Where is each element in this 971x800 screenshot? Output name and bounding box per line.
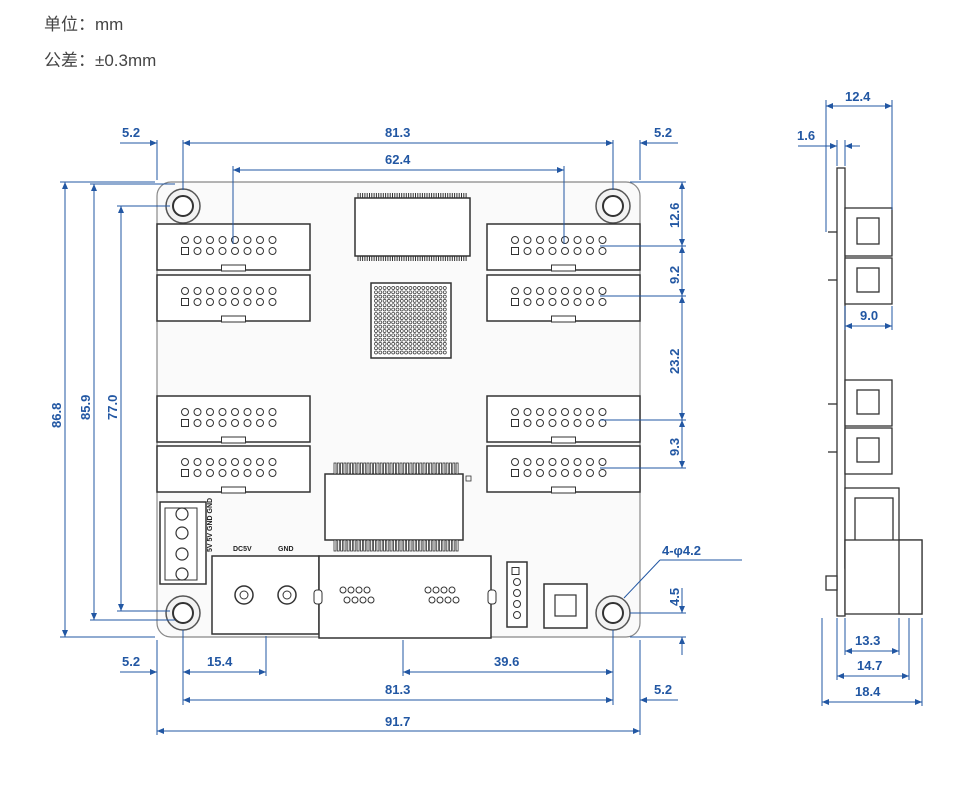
dim-bot-hole-span: 81.3 bbox=[385, 682, 410, 697]
terminal-label: 5V 5V GND GND bbox=[207, 498, 214, 552]
ic-top bbox=[354, 193, 471, 261]
tolerance-label: 公差：±0.3mm bbox=[44, 51, 157, 70]
dim-bot-total: 91.7 bbox=[385, 714, 410, 729]
dim-side-13-3: 13.3 bbox=[855, 633, 880, 648]
idc-connector bbox=[486, 274, 641, 323]
dim-board-height: 86.8 bbox=[49, 403, 64, 428]
mounting-hole-tl bbox=[165, 188, 201, 224]
dim-top-width: 81.3 bbox=[385, 125, 410, 140]
ic-bottom bbox=[324, 462, 472, 552]
idc-connector bbox=[156, 395, 311, 444]
dim-inner-height: 77.0 bbox=[105, 395, 120, 420]
signal-connector bbox=[313, 555, 497, 639]
dim-side-9-0: 9.0 bbox=[860, 308, 878, 323]
mounting-hole-br bbox=[595, 595, 631, 631]
dim-4-5: 4.5 bbox=[667, 588, 682, 606]
mounting-hole-bl bbox=[165, 595, 201, 631]
idc-connector bbox=[156, 274, 311, 323]
power-connector: DC5V GND bbox=[211, 546, 320, 635]
dim-23-2: 23.2 bbox=[667, 349, 682, 374]
dim-top-left-offset: 5.2 bbox=[122, 125, 140, 140]
dim-side-14-7: 14.7 bbox=[857, 658, 882, 673]
dim-side-1-6: 1.6 bbox=[797, 128, 815, 143]
dim-bot-15-4: 15.4 bbox=[207, 654, 233, 669]
idc-connectors bbox=[156, 223, 641, 494]
pin-header-small bbox=[506, 561, 528, 628]
gnd-label: GND bbox=[278, 546, 294, 553]
side-view bbox=[825, 167, 923, 617]
dim-bot-right-offset: 5.2 bbox=[654, 682, 672, 697]
dim-hole-span-v: 85.9 bbox=[78, 395, 93, 420]
dim-top-right-offset: 5.2 bbox=[654, 125, 672, 140]
tactile-switch bbox=[543, 583, 588, 629]
side-dimension-lines bbox=[798, 100, 923, 706]
dim-bot-39-6: 39.6 bbox=[494, 654, 519, 669]
mounting-hole-tr bbox=[595, 188, 631, 224]
dim-12-6: 12.6 bbox=[667, 203, 682, 228]
dim-bot-left-offset: 5.2 bbox=[122, 654, 140, 669]
idc-connector bbox=[486, 445, 641, 494]
bga-chip bbox=[370, 282, 452, 359]
idc-connector bbox=[486, 395, 641, 444]
dim-connector-span: 62.4 bbox=[385, 152, 411, 167]
dim-9-2: 9.2 bbox=[667, 266, 682, 284]
front-dimension-lines bbox=[60, 140, 742, 735]
dim-hole-callout: 4-φ4.2 bbox=[662, 543, 701, 558]
screw-terminal: 5V 5V GND GND bbox=[159, 498, 214, 585]
dim-side-18-4: 18.4 bbox=[855, 684, 881, 699]
idc-connector bbox=[156, 445, 311, 494]
dc5v-label: DC5V bbox=[233, 546, 252, 553]
dim-side-12-4: 12.4 bbox=[845, 89, 871, 104]
unit-label: 单位：mm bbox=[44, 15, 124, 34]
dim-9-3: 9.3 bbox=[667, 438, 682, 456]
